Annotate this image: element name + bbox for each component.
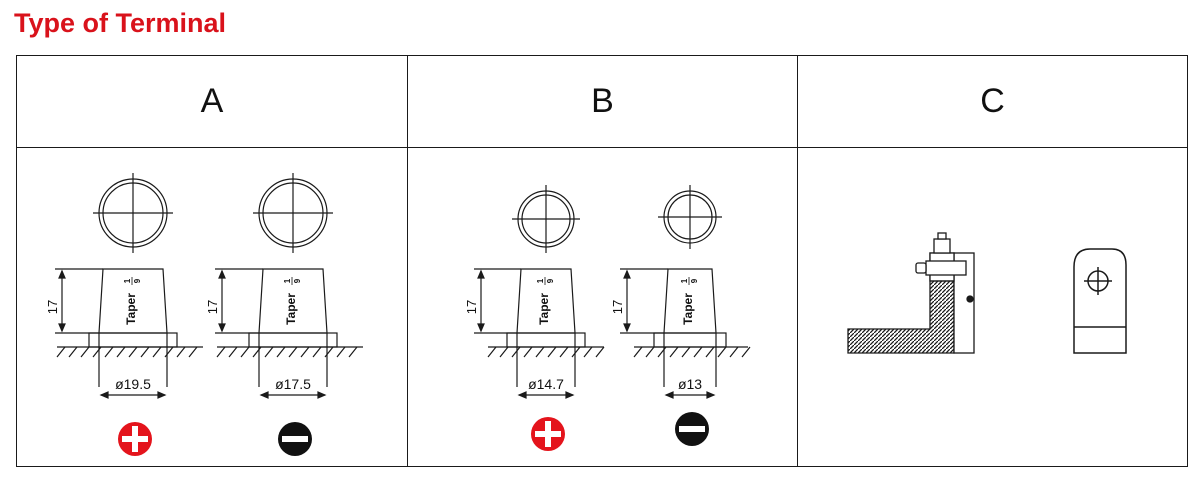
height-label: 17 <box>464 300 479 314</box>
taper-denominator: 9 <box>546 278 555 283</box>
terminal-table: A B C 17 Taper <box>16 55 1188 467</box>
terminal-side-view-icon <box>55 268 203 399</box>
diameter-label: ø17.5 <box>275 376 311 392</box>
cell-type-a: 17 Taper 1 9 ø19.5 <box>17 149 407 466</box>
terminal-side-view-icon <box>620 268 751 399</box>
diameter-label: ø13 <box>678 376 702 392</box>
terminal-side-view-icon <box>215 268 363 399</box>
terminal-top-view-icon <box>93 173 173 253</box>
cell-type-b: 17 Taper 1 9 ø14.7 <box>408 149 797 466</box>
terminal-drawing-a: 17 Taper 1 9 ø19.5 <box>45 173 363 456</box>
taper-label: Taper <box>284 293 298 325</box>
taper-label: Taper <box>537 293 551 325</box>
terminal-top-view-icon <box>253 173 333 253</box>
taper-numerator: 1 <box>536 278 545 283</box>
l-terminal-side-icon <box>847 232 975 354</box>
plus-polarity-icon <box>118 422 152 456</box>
terminal-top-view-icon <box>658 185 722 249</box>
height-label: 17 <box>205 300 220 314</box>
terminal-drawing-c <box>847 232 1127 354</box>
terminal-top-view-icon <box>512 185 580 253</box>
height-label: 17 <box>610 300 625 314</box>
diameter-label: ø14.7 <box>528 376 564 392</box>
terminal-drawing-b: 17 Taper 1 9 ø14.7 <box>464 185 751 451</box>
l-terminal-front-icon <box>1073 248 1127 354</box>
plus-polarity-icon <box>531 417 565 451</box>
column-header-b: B <box>591 82 614 120</box>
column-divider <box>797 56 798 466</box>
minus-polarity-icon <box>278 422 312 456</box>
page-title: Type of Terminal <box>14 8 227 38</box>
taper-label: Taper <box>681 293 695 325</box>
column-header-c: C <box>980 82 1005 120</box>
taper-denominator: 9 <box>690 278 699 283</box>
taper-numerator: 1 <box>283 278 292 283</box>
taper-denominator: 9 <box>293 278 302 283</box>
diameter-label: ø19.5 <box>115 376 151 392</box>
terminal-side-view-icon <box>474 268 605 399</box>
taper-denominator: 9 <box>133 278 142 283</box>
taper-numerator: 1 <box>123 278 132 283</box>
minus-polarity-icon <box>675 412 709 446</box>
taper-label: Taper <box>124 293 138 325</box>
height-label: 17 <box>45 300 60 314</box>
taper-numerator: 1 <box>680 278 689 283</box>
cell-type-c <box>798 149 1187 466</box>
column-divider <box>407 56 408 466</box>
column-header-a: A <box>200 82 224 120</box>
header-divider <box>17 147 1187 148</box>
